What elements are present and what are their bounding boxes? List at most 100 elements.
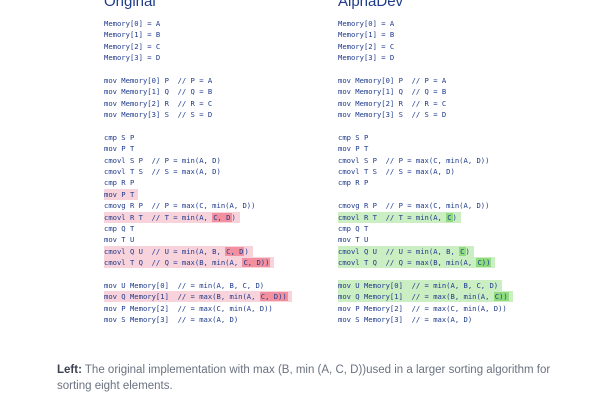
code-text: cmp R P — [104, 178, 135, 188]
code-text-tail: ) — [452, 212, 457, 222]
code-text: cmovl T S // S = max(A, D) — [338, 167, 455, 177]
code-text: cmp S P — [338, 132, 369, 142]
code-line: mov P T — [104, 188, 324, 200]
caption-text: The original implementation with max (B,… — [81, 364, 551, 376]
code-line-text: Memory[3] = D — [104, 53, 160, 62]
code-text: cmp S P — [104, 132, 135, 142]
code-text: mov Memory[1] Q // Q = B — [104, 87, 213, 97]
code-line-text: cmovl Q U // U = min(A, B, C, D) — [104, 245, 253, 257]
code-line: cmovl Q U // U = min(A, B, C) — [338, 245, 558, 257]
code-line: Memory[2] = C — [338, 41, 558, 52]
code-text: mov Q Memory[1] // = max(B, min(A, — [338, 292, 494, 302]
code-line-text: Memory[2] = C — [104, 42, 160, 51]
code-line: Memory[1] = B — [338, 29, 558, 40]
code-line: cmovl T S // S = max(A, D) — [104, 166, 324, 177]
code-line: cmovg R P // P = max(C, min(A, D)) — [338, 200, 558, 211]
code-line: mov Memory[2] R // R = C — [338, 98, 558, 109]
code-line: cmovl T Q // Q = max(B, min(A, C)) — [338, 257, 558, 269]
code-line-text: cmovl T S // S = max(A, D) — [104, 167, 221, 176]
highlighted-operand: C, D)) — [242, 258, 271, 268]
code-text: mov U Memory[0] // = min(A, B, C, D) — [338, 280, 499, 290]
code-line-text: mov P T — [104, 144, 134, 153]
code-line — [104, 64, 324, 75]
code-line: mov Memory[1] Q // Q = B — [338, 86, 558, 97]
code-text: mov S Memory[3] // = max(A, D) — [338, 315, 473, 325]
code-line-text: mov Memory[2] R // R = C — [338, 99, 446, 108]
code-line: Memory[1] = B — [104, 29, 324, 40]
code-line: mov P Memory[2] // = max(C, min(A, D)) — [338, 303, 558, 314]
code-line-text: mov Memory[0] P // P = A — [338, 76, 446, 85]
code-line-text: cmovl T Q // Q = max(B, min(A, C)) — [338, 257, 496, 269]
code-text: mov Memory[1] Q // Q = B — [338, 87, 447, 97]
alphadev-code-block: Memory[0] = A Memory[1] = B Memory[2] = C M… — [338, 18, 558, 326]
code-text: cmovl T Q // Q = max(B, min(A, — [104, 258, 243, 268]
code-text-tail: ) — [244, 246, 249, 256]
code-line-text: mov P T — [104, 188, 139, 200]
code-line-text: Memory[1] = B — [104, 30, 160, 39]
code-line: mov Memory[1] Q // Q = B — [104, 86, 324, 97]
code-line-text: Memory[1] = B — [338, 30, 394, 39]
code-line-text: cmovl R T // T = min(A, C, D) — [104, 211, 240, 223]
code-line: cmp Q T — [338, 223, 558, 234]
code-line-text: mov Memory[2] R // R = C — [104, 99, 212, 108]
code-line: mov Memory[2] R // R = C — [104, 98, 324, 109]
code-line: mov P T — [338, 143, 558, 154]
code-line: Memory[0] = A — [338, 18, 558, 29]
code-text: mov Q Memory[1] // = max(B, min(A, — [104, 292, 260, 302]
code-line: cmovl R T // T = min(A, C, D) — [104, 211, 324, 223]
highlighted-operand: C, D — [212, 212, 232, 222]
code-line-text: mov Q Memory[1] // = max(B, min(A, C, D)… — [104, 291, 292, 303]
figure-caption: Left: The original implementation with m… — [57, 362, 577, 394]
alphadev-title: AlphaDev — [338, 0, 404, 10]
code-line: mov Memory[3] S // S = D — [104, 109, 324, 120]
code-text: cmovl R T // T = min(A, — [104, 212, 213, 222]
code-line: cmovl T Q // Q = max(B, min(A, C, D)) — [104, 257, 324, 269]
code-line-text: cmovl S P // P = max(C, min(A, D)) — [338, 156, 489, 165]
code-line-text: cmp R P — [338, 178, 368, 187]
code-line: Memory[0] = A — [104, 18, 324, 29]
highlighted-operand: C — [446, 212, 453, 222]
caption-lead: Left: — [57, 364, 82, 376]
code-line — [338, 121, 558, 132]
code-line-text: cmovl Q U // U = min(A, B, C) — [338, 245, 474, 257]
code-text: mov U Memory[0] // = min(A, B, C, D) — [104, 280, 265, 290]
code-text: cmp Q T — [104, 224, 135, 234]
code-line — [338, 64, 558, 75]
code-line-text: mov Memory[3] S // S = D — [104, 110, 212, 119]
code-line: cmp R P — [104, 177, 324, 188]
code-line: cmovg R P // P = max(C, min(A, D)) — [104, 200, 324, 211]
code-line-text: cmovg R P // P = max(C, min(A, D)) — [104, 201, 255, 210]
code-line-text: Memory[0] = A — [104, 19, 160, 28]
code-line-text: Memory[0] = A — [338, 19, 394, 28]
code-line-text: cmovl R T // T = min(A, C) — [338, 211, 461, 223]
code-line: mov T U — [338, 234, 558, 245]
code-text: mov P T — [338, 144, 369, 154]
code-line-text: cmovl S P // P = min(A, D) — [104, 156, 221, 165]
code-line: cmovl T S // S = max(A, D) — [338, 166, 558, 177]
code-line-text: cmp R P — [104, 178, 134, 187]
code-line: cmp R P — [338, 177, 558, 188]
code-line: Memory[3] = D — [104, 52, 324, 63]
code-line: cmovl S P // P = max(C, min(A, D)) — [338, 155, 558, 166]
code-line-text: mov U Memory[0] // = min(A, B, C, D) — [104, 281, 264, 290]
code-line-text: mov T U — [338, 235, 368, 244]
code-line-text: mov P Memory[2] // = max(C, min(A, D)) — [104, 304, 273, 313]
code-text: mov P Memory[2] // = max(C, min(A, D)) — [104, 303, 273, 313]
code-text: Memory[3] = D — [104, 53, 161, 63]
code-text: cmovl T Q // Q = max(B, min(A, — [338, 258, 477, 268]
code-line: mov Memory[3] S // S = D — [338, 109, 558, 120]
code-line: mov P T — [104, 143, 324, 154]
code-line-text: cmp Q T — [338, 224, 368, 233]
code-line-text: Memory[3] = D — [338, 53, 394, 62]
code-line: mov T U — [104, 234, 324, 245]
code-text-tail: ) — [465, 246, 470, 256]
code-line-text: Memory[2] = C — [338, 42, 394, 51]
code-line-text: cmovl T S // S = max(A, D) — [338, 167, 455, 176]
code-line: cmp S P — [338, 132, 558, 143]
code-line: mov Memory[0] P // P = A — [104, 75, 324, 86]
code-line-text: mov Memory[0] P // P = A — [104, 76, 212, 85]
code-line — [338, 269, 558, 280]
code-text: cmovl S P // P = max(C, min(A, D)) — [338, 155, 490, 165]
highlighted-operand: C — [459, 246, 466, 256]
code-line-text: mov S Memory[3] // = max(A, D) — [104, 315, 238, 324]
